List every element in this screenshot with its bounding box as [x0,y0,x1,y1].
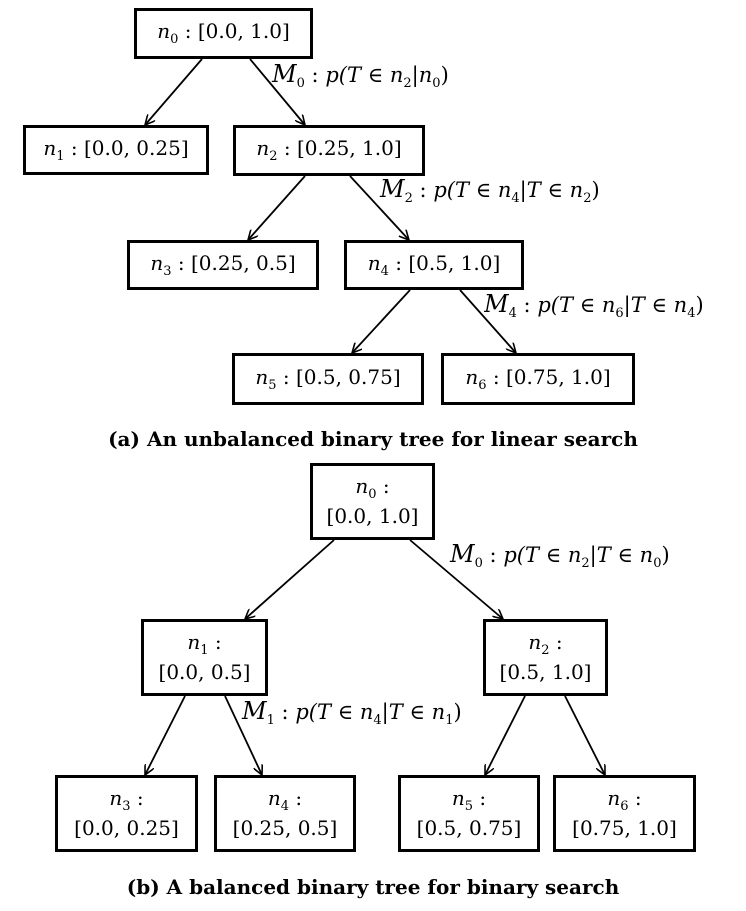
node-b-n2: n2 : [0.5, 1.0] [483,619,608,696]
node-b-n6: n6 : [0.75, 1.0] [553,775,696,852]
node-range: [0.25, 0.5] [190,250,296,275]
node-id: n0 [355,473,377,502]
edge-a-n2-n4 [349,175,409,240]
node-id: n2 [256,136,278,165]
edge-b-n2-n5 [485,695,526,775]
node-id: n1 [43,135,65,164]
node-range: [0.25, 0.5] [232,816,338,841]
node-range: [0.25, 1.0] [296,136,402,161]
edge-a-n0-n1 [145,58,203,125]
node-range: [0.0, 0.25] [83,135,189,160]
node-a-n1: n1 : [0.0, 0.25] [23,125,209,175]
node-id: n2 [528,629,550,658]
edge-b-n2-n6 [564,695,605,775]
node-b-n1: n1 : [0.0, 0.5] [141,619,268,696]
node-range: [0.75, 1.0] [505,364,611,389]
edge-a-n4-n6 [459,289,516,353]
node-id: n3 [109,785,131,814]
node-range: [0.0, 1.0] [326,504,419,529]
node-range: [0.5, 1.0] [408,250,501,275]
edge-b-n0-n1 [245,539,335,619]
caption-b: (b) A balanced binary tree for binary se… [126,875,620,899]
node-b-n0: n0 : [0.0, 1.0] [310,463,435,540]
model-label-a-m0: M0 : p(T ∈ n2|n0) [272,60,449,92]
caption-a: (a) An unbalanced binary tree for linear… [108,427,638,451]
node-range: [0.0, 0.5] [158,660,251,685]
node-range: [0.5, 0.75] [416,816,522,841]
node-id: n4 [367,250,389,279]
node-range: [0.75, 1.0] [572,816,677,841]
edge-b-n1-n4 [224,695,262,775]
node-a-n5: n5 : [0.5, 0.75] [232,353,424,405]
edge-b-n1-n3 [145,695,186,775]
node-id: n4 [267,785,290,814]
model-label-a-m4: M4 : p(T ∈ n6|T ∈ n4) [484,290,704,322]
edge-b-n0-n2 [409,539,503,619]
node-range: [0.5, 0.75] [295,364,401,389]
node-a-n0: n0 : [0.0, 1.0] [134,8,313,59]
node-range: [0.5, 1.0] [499,660,592,685]
node-id: n5 [451,785,474,814]
edge-a-n2-n3 [248,175,306,240]
edge-a-n0-n2 [249,58,305,125]
model-label-b-m0: M0 : p(T ∈ n2|T ∈ n0) [450,540,670,572]
node-a-n6: n6 : [0.75, 1.0] [441,353,635,405]
node-id: n0 [157,19,179,48]
node-b-n5: n5 : [0.5, 0.75] [398,775,540,852]
node-b-n4: n4 : [0.25, 0.5] [214,775,356,852]
node-a-n2: n2 : [0.25, 1.0] [233,125,425,176]
model-label-b-m1: M1 : p(T ∈ n4|T ∈ n1) [242,697,462,729]
node-a-n4: n4 : [0.5, 1.0] [344,240,524,290]
node-b-n3: n3 : [0.0, 0.25] [55,775,198,852]
node-range: [0.0, 0.25] [74,816,179,841]
model-label-a-m2: M2 : p(T ∈ n4|T ∈ n2) [380,175,600,207]
node-id: n3 [150,250,172,279]
node-id: n6 [465,364,487,393]
node-id: n6 [607,785,629,814]
edge-a-n4-n5 [352,289,411,353]
node-range: [0.0, 1.0] [197,19,290,44]
node-id: n1 [187,629,209,658]
node-id: n5 [255,364,277,393]
node-a-n3: n3 : [0.25, 0.5] [127,240,319,290]
